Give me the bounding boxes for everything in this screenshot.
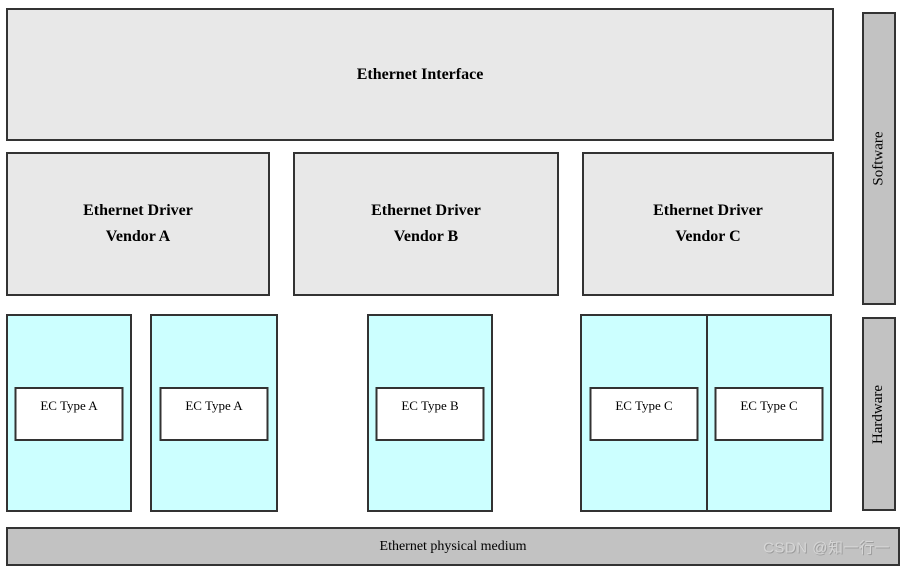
ec-type-a-label: EC Type A — [185, 398, 243, 413]
driver-label-line1: Ethernet Driver — [371, 202, 481, 219]
driver-vendor-c-label: Ethernet Driver Vendor C — [653, 198, 763, 250]
hardware-layer-bar: Hardware — [862, 317, 896, 511]
ec-device-c2-box: EC Type C — [706, 314, 832, 512]
ec-device-c1-box: EC Type C — [580, 314, 708, 512]
software-layer-bar: Software — [862, 12, 896, 305]
ethernet-interface-box: Ethernet Interface — [6, 8, 834, 141]
ec-device-a1-box: EC Type A — [6, 314, 132, 512]
software-layer-label: Software — [870, 131, 887, 186]
ec-type-a-card: EC Type A — [159, 387, 269, 441]
ethernet-physical-medium-label: Ethernet physical medium — [379, 538, 527, 554]
ethernet-driver-vendor-b-box: Ethernet Driver Vendor B — [293, 152, 559, 296]
ethernet-driver-vendor-c-box: Ethernet Driver Vendor C — [582, 152, 834, 296]
driver-label-line2: Vendor A — [105, 228, 171, 245]
ec-device-b-box: EC Type B — [367, 314, 493, 512]
ec-type-a-label: EC Type A — [40, 398, 98, 413]
hardware-layer-label: Hardware — [870, 384, 887, 444]
driver-label-line2: Vendor B — [393, 228, 459, 245]
ec-type-c-label: EC Type C — [615, 398, 673, 413]
driver-label-line2: Vendor C — [675, 228, 741, 245]
driver-label-line1: Ethernet Driver — [83, 202, 193, 219]
ethernet-interface-label: Ethernet Interface — [356, 65, 484, 83]
ec-type-b-label: EC Type B — [401, 398, 459, 413]
driver-vendor-a-label: Ethernet Driver Vendor A — [83, 198, 193, 250]
csdn-watermark: CSDN @知一行一 — [763, 539, 890, 556]
ec-device-a2-box: EC Type A — [150, 314, 278, 512]
ethernet-physical-medium-bar: Ethernet physical medium CSDN @知一行一 — [6, 527, 900, 566]
driver-vendor-b-label: Ethernet Driver Vendor B — [371, 198, 481, 250]
ec-type-c-label: EC Type C — [740, 398, 798, 413]
ec-type-b-card: EC Type B — [375, 387, 485, 441]
ec-type-c-card: EC Type C — [589, 387, 699, 441]
ec-type-c-card: EC Type C — [714, 387, 824, 441]
ethernet-driver-vendor-a-box: Ethernet Driver Vendor A — [6, 152, 270, 296]
ec-type-a-card: EC Type A — [14, 387, 124, 441]
driver-label-line1: Ethernet Driver — [653, 202, 763, 219]
